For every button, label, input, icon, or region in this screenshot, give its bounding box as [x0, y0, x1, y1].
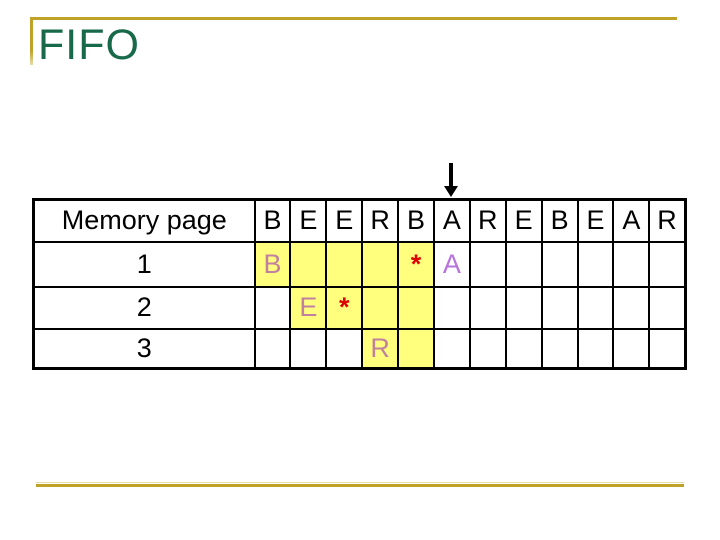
reference-cell-4: R: [361, 198, 400, 243]
page-number-1: 1: [32, 240, 256, 288]
reference-cell-5: B: [397, 198, 435, 243]
reference-cell-7: R: [468, 198, 507, 243]
memory-cell-r2-c2: E: [289, 285, 328, 330]
memory-cell-r1-c1: B: [253, 240, 292, 288]
slide-title: FIFO: [38, 21, 140, 69]
reference-cell-6: A: [432, 198, 471, 243]
title-rule-horizontal: [30, 17, 677, 20]
memory-cell-r2-c4: [361, 285, 400, 330]
memory-cell-r3-c5: [397, 327, 435, 370]
reference-cell-3: E: [325, 198, 364, 243]
down-arrow-head: [444, 186, 458, 197]
memory-page-header: Memory page: [32, 198, 256, 243]
memory-cell-r2-c6: [432, 285, 471, 330]
memory-cell-r1-c3: [325, 240, 364, 288]
memory-cell-r1-c8: [504, 240, 543, 288]
reference-cell-12: R: [648, 198, 687, 243]
reference-cell-2: E: [289, 198, 328, 243]
memory-cell-r2-c10: [576, 285, 615, 330]
bottom-rule-light: [36, 482, 684, 483]
memory-cell-r3-c6: [432, 327, 471, 370]
reference-cell-10: E: [576, 198, 615, 243]
memory-cell-r1-c10: [576, 240, 615, 288]
memory-cell-r2-c12: [648, 285, 687, 330]
memory-cell-r2-c5: [397, 285, 435, 330]
memory-cell-r2-c7: [468, 285, 507, 330]
memory-cell-r3-c11: [612, 327, 651, 370]
down-arrow-icon: [440, 163, 462, 197]
memory-cell-r1-c12: [648, 240, 687, 288]
memory-cell-r3-c7: [468, 327, 507, 370]
memory-cell-r3-c10: [576, 327, 615, 370]
memory-cell-r3-c9: [540, 327, 579, 370]
memory-cell-r1-c6: A: [432, 240, 471, 288]
memory-cell-r3-c3: [325, 327, 364, 370]
down-arrow-shaft: [449, 163, 453, 187]
memory-cell-r2-c1: [253, 285, 292, 330]
memory-cell-r2-c9: [540, 285, 579, 330]
memory-cell-r1-c7: [468, 240, 507, 288]
memory-cell-r1-c11: [612, 240, 651, 288]
memory-cell-r3-c2: [289, 327, 328, 370]
reference-cell-11: A: [612, 198, 651, 243]
bottom-rule: [36, 484, 684, 487]
memory-cell-r3-c4: R: [361, 327, 400, 370]
page-number-2: 2: [32, 285, 256, 330]
memory-cell-r3-c12: [648, 327, 687, 370]
page-number-3: 3: [32, 327, 256, 370]
memory-cell-r1-c5: *: [397, 240, 435, 288]
memory-cell-r3-c1: [253, 327, 292, 370]
memory-cell-r2-c3: *: [325, 285, 364, 330]
memory-cell-r1-c9: [540, 240, 579, 288]
memory-cell-r1-c4: [361, 240, 400, 288]
reference-cell-1: B: [253, 198, 292, 243]
reference-cell-9: B: [540, 198, 579, 243]
memory-cell-r1-c2: [289, 240, 328, 288]
memory-cell-r2-c8: [504, 285, 543, 330]
memory-cell-r3-c8: [504, 327, 543, 370]
title-rule-vertical: [30, 17, 33, 65]
memory-cell-r2-c11: [612, 285, 651, 330]
reference-cell-8: E: [504, 198, 543, 243]
